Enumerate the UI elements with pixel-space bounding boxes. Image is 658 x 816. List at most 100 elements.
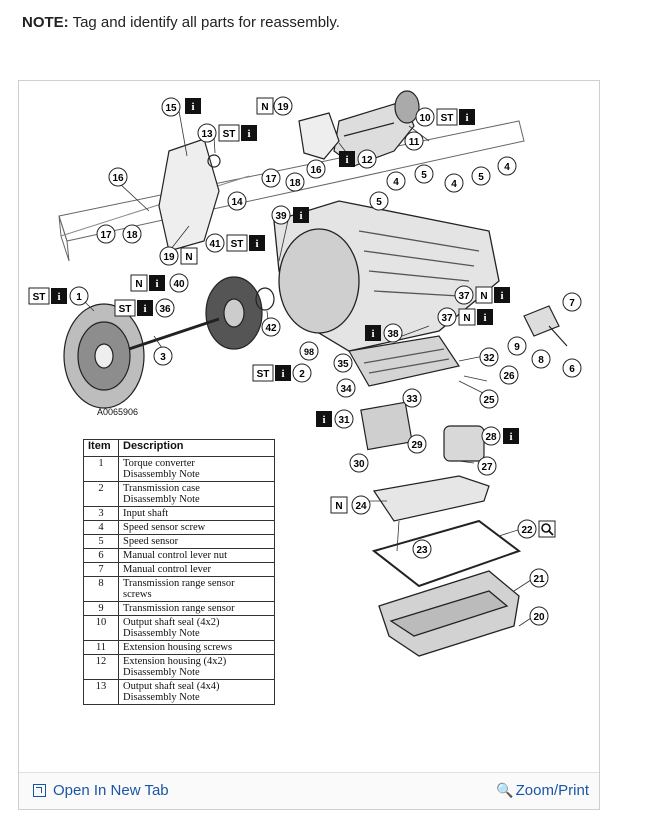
row-description-sub: Disassembly Note xyxy=(123,494,200,505)
svg-text:40: 40 xyxy=(173,279,185,290)
svg-text:13: 13 xyxy=(201,129,213,140)
row-description-sub: Disassembly Note xyxy=(123,692,200,703)
table-row: 3 Input shaft xyxy=(83,506,275,521)
svg-text:16: 16 xyxy=(310,165,322,176)
row-description-main: Extension housing screws xyxy=(123,642,233,653)
open-in-new-tab-link[interactable]: Open In New Tab xyxy=(33,782,169,799)
zoom-glyph-icon xyxy=(541,523,551,533)
open-in-new-tab-label: Open In New Tab xyxy=(53,782,169,799)
svg-text:32: 32 xyxy=(483,353,495,364)
callout-33: 33 xyxy=(402,388,422,408)
svg-text:17: 17 xyxy=(100,230,112,241)
callout-26: 26 xyxy=(499,365,519,385)
svg-text:5: 5 xyxy=(376,197,382,208)
row-item-number: 3 xyxy=(83,506,119,521)
svg-text:37: 37 xyxy=(458,291,470,302)
row-description: Input shaft xyxy=(118,506,275,521)
row-description-sub: Disassembly Note xyxy=(123,628,200,639)
range-sensor-parts xyxy=(523,305,568,347)
callout-5-b: 5 xyxy=(471,166,491,186)
row-description-main: Input shaft xyxy=(123,508,169,519)
svg-text:i: i xyxy=(299,210,302,222)
svg-text:i: i xyxy=(500,290,503,302)
row-description-main: Transmission range sensor xyxy=(123,578,235,589)
svg-text:1: 1 xyxy=(76,292,82,303)
svg-text:i: i xyxy=(371,328,374,340)
row-description: Extension housing screws xyxy=(118,640,275,655)
callout-17-left: 17 xyxy=(96,224,116,244)
row-description-sub: screws xyxy=(123,589,152,600)
row-description-main: Output shaft seal (4x4) xyxy=(123,681,220,692)
svg-text:N: N xyxy=(480,291,487,302)
valve-body xyxy=(348,335,460,387)
svg-text:34: 34 xyxy=(340,384,352,395)
svg-text:28: 28 xyxy=(485,432,497,443)
svg-text:33: 33 xyxy=(406,394,418,405)
row-description-main: Speed sensor screw xyxy=(123,522,206,533)
row-description: Output shaft seal (4x2)Disassembly Note xyxy=(118,615,275,641)
row-description-main: Transmission case xyxy=(123,483,200,494)
svg-text:24: 24 xyxy=(355,501,367,512)
column-header-description: Description xyxy=(118,439,275,457)
callout-34: 34 xyxy=(336,378,356,398)
svg-text:42: 42 xyxy=(265,323,277,334)
svg-text:9: 9 xyxy=(514,342,520,353)
svg-text:26: 26 xyxy=(503,371,515,382)
callout-29: 29 xyxy=(407,434,427,454)
svg-text:ST: ST xyxy=(441,113,454,124)
callout-4-c: 4 xyxy=(497,156,517,176)
svg-text:19: 19 xyxy=(163,252,175,263)
callout-16-right: 16 xyxy=(306,159,326,179)
svg-text:30: 30 xyxy=(353,459,365,470)
svg-text:16: 16 xyxy=(112,173,124,184)
filter-housing xyxy=(443,425,485,462)
svg-text:ST: ST xyxy=(33,292,46,303)
svg-text:4: 4 xyxy=(504,162,510,173)
note-text: NOTE: Tag and identify all parts for rea… xyxy=(22,14,340,31)
filter-plate xyxy=(372,475,490,522)
callout-23: 23 xyxy=(412,539,432,559)
figure-id: A0065906 xyxy=(97,407,139,417)
row-description-main: Manual control lever xyxy=(123,564,212,575)
callout-15-label: 15 xyxy=(165,103,177,114)
torque-converter xyxy=(63,303,145,409)
row-description: Manual control lever xyxy=(118,562,275,577)
svg-text:18: 18 xyxy=(126,230,138,241)
callout-20: 20 xyxy=(529,606,549,626)
input-shaft xyxy=(128,317,220,351)
svg-text:i: i xyxy=(281,368,284,380)
zoom-print-link[interactable]: 🔍 Zoom/Print xyxy=(496,782,589,799)
svg-text:i: i xyxy=(465,112,468,124)
callout-30: 30 xyxy=(349,453,369,473)
row-description-main: Speed sensor xyxy=(123,536,179,547)
callout-35: 35 xyxy=(333,353,353,373)
callout-4-a: 4 xyxy=(386,171,406,191)
note-body: Tag and identify all parts for reassembl… xyxy=(68,14,340,31)
row-item-number: 1 xyxy=(83,456,119,482)
extension-housing xyxy=(333,90,420,167)
svg-text:i: i xyxy=(191,101,194,113)
svg-text:27: 27 xyxy=(481,462,493,473)
svg-text:14: 14 xyxy=(231,197,243,208)
callout-18-right: 18 xyxy=(285,172,305,192)
svg-text:98: 98 xyxy=(304,347,314,357)
callout-15: 15 i xyxy=(161,97,201,117)
